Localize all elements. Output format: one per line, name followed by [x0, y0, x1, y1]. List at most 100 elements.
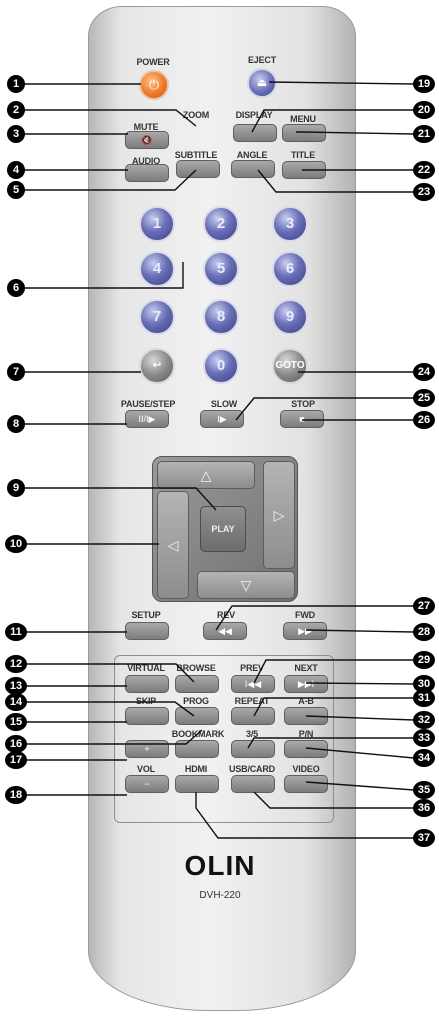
rev-button[interactable]: ◀◀ — [203, 622, 247, 640]
callout-32: 32 — [413, 711, 435, 729]
right-button[interactable]: ▷ — [263, 461, 295, 569]
eject-icon: ⏏ — [256, 77, 268, 89]
angle-label: ANGLE — [236, 150, 268, 160]
repeat-label: REPEAT — [234, 696, 270, 706]
arrow-up-icon: △ — [200, 467, 212, 483]
eject-label: EJECT — [247, 55, 277, 65]
goto-button[interactable]: GOTO — [272, 348, 308, 384]
number-key-7[interactable]: 7 — [139, 299, 175, 335]
virtual-label: VIRTUAL — [127, 663, 165, 673]
play-button[interactable]: PLAY — [200, 506, 246, 552]
callout-22: 22 — [413, 161, 435, 179]
mute-button[interactable]: 🔇 — [125, 131, 169, 149]
a-b-label: A-B — [298, 696, 314, 706]
left-button[interactable]: ◁ — [157, 491, 189, 599]
repeat-button[interactable] — [231, 707, 275, 725]
callout-3: 3 — [7, 125, 25, 143]
number-key-1[interactable]: 1 — [139, 206, 175, 242]
angle-button[interactable] — [231, 160, 275, 178]
number-key-6[interactable]: 6 — [272, 251, 308, 287]
callout-36: 36 — [413, 799, 435, 817]
number-key-5[interactable]: 5 — [203, 251, 239, 287]
slow-button[interactable]: I▶ — [200, 410, 244, 428]
callout-35: 35 — [413, 781, 435, 799]
hdmi-label: HDMI — [184, 764, 208, 774]
vol-label: VOL — [137, 764, 155, 774]
callout-24: 24 — [413, 363, 435, 381]
arrow-left-icon: ◁ — [167, 537, 179, 553]
power-icon: ⏻ — [148, 77, 160, 92]
callout-17: 17 — [5, 751, 27, 769]
audio-button[interactable] — [125, 164, 169, 182]
number-key-8[interactable]: 8 — [203, 299, 239, 335]
prog-label: PROG — [183, 696, 209, 706]
setup-button[interactable] — [125, 622, 169, 640]
slow-label: SLOW — [210, 399, 238, 409]
audio-label: AUDIO — [132, 156, 160, 166]
browse-label: BROWSE — [176, 663, 216, 673]
callout-26: 26 — [413, 411, 435, 429]
callout-14: 14 — [5, 693, 27, 711]
callout-15: 15 — [5, 713, 27, 731]
callout-6: 6 — [7, 279, 25, 297]
callout-12: 12 — [5, 655, 27, 673]
callout-19: 19 — [413, 75, 435, 93]
callout-37: 37 — [413, 829, 435, 847]
callout-4: 4 — [7, 161, 25, 179]
number-key-3[interactable]: 3 — [272, 206, 308, 242]
callout-29: 29 — [413, 651, 435, 669]
power-label: POWER — [136, 57, 170, 67]
stop-button[interactable]: ■ — [280, 410, 324, 428]
callout-13: 13 — [5, 677, 27, 695]
callout-7: 7 — [7, 363, 25, 381]
subtitle-button[interactable] — [176, 160, 220, 178]
usb-card-label: USB/CARD — [229, 764, 275, 774]
pause-step-button[interactable]: II/I▶ — [125, 410, 169, 428]
up-button[interactable]: △ — [157, 461, 255, 489]
eject-button[interactable]: ⏏ — [247, 68, 277, 98]
callout-23: 23 — [413, 183, 435, 201]
callout-34: 34 — [413, 749, 435, 767]
number-key-2[interactable]: 2 — [203, 206, 239, 242]
prog-button[interactable] — [175, 707, 219, 725]
return-button[interactable]: ↩ — [139, 348, 175, 384]
power-button[interactable]: ⏻ — [139, 70, 169, 100]
usb-card-button[interactable] — [231, 775, 275, 793]
model-number: DVH-220 — [199, 890, 241, 901]
callout-30: 30 — [413, 675, 435, 693]
next-button[interactable]: ▶▶I — [284, 675, 328, 693]
number-key-9[interactable]: 9 — [272, 299, 308, 335]
number-key-4[interactable]: 4 — [139, 251, 175, 287]
callout-8: 8 — [7, 415, 25, 433]
subtitle-label: SUBTITLE — [174, 150, 218, 160]
prev-button[interactable]: I◀◀ — [231, 675, 275, 693]
arrow-down-icon: ▽ — [240, 577, 252, 593]
callout-21: 21 — [413, 125, 435, 143]
callout-5: 5 — [7, 181, 25, 199]
callout-25: 25 — [413, 389, 435, 407]
zoom-label: ZOOM — [182, 110, 210, 120]
display-label: DISPLAY — [235, 110, 273, 120]
down-button[interactable]: ▽ — [197, 571, 295, 599]
callout-18: 18 — [5, 786, 27, 804]
skip-label: SKIP — [135, 696, 157, 706]
menu-label: MENU — [290, 114, 316, 124]
video-label: VIDEO — [292, 764, 320, 774]
hdmi-button[interactable] — [175, 775, 219, 793]
mode-3-5-label: 3/5 — [246, 729, 258, 739]
number-key-0[interactable]: 0 — [203, 348, 239, 384]
virtual-button[interactable] — [125, 675, 169, 693]
display-button[interactable] — [233, 124, 277, 142]
skip-button[interactable] — [125, 707, 169, 725]
callout-20: 20 — [413, 101, 435, 119]
lower-key-panel — [114, 655, 334, 823]
vol-down-button[interactable]: − — [125, 775, 169, 793]
mute-label: MUTE — [133, 122, 159, 132]
stop-label: STOP — [291, 399, 315, 409]
callout-2: 2 — [7, 101, 25, 119]
browse-button[interactable] — [175, 675, 219, 693]
prev-label: PREV — [240, 663, 264, 673]
pn-button[interactable] — [284, 740, 328, 758]
callout-16: 16 — [5, 735, 27, 753]
